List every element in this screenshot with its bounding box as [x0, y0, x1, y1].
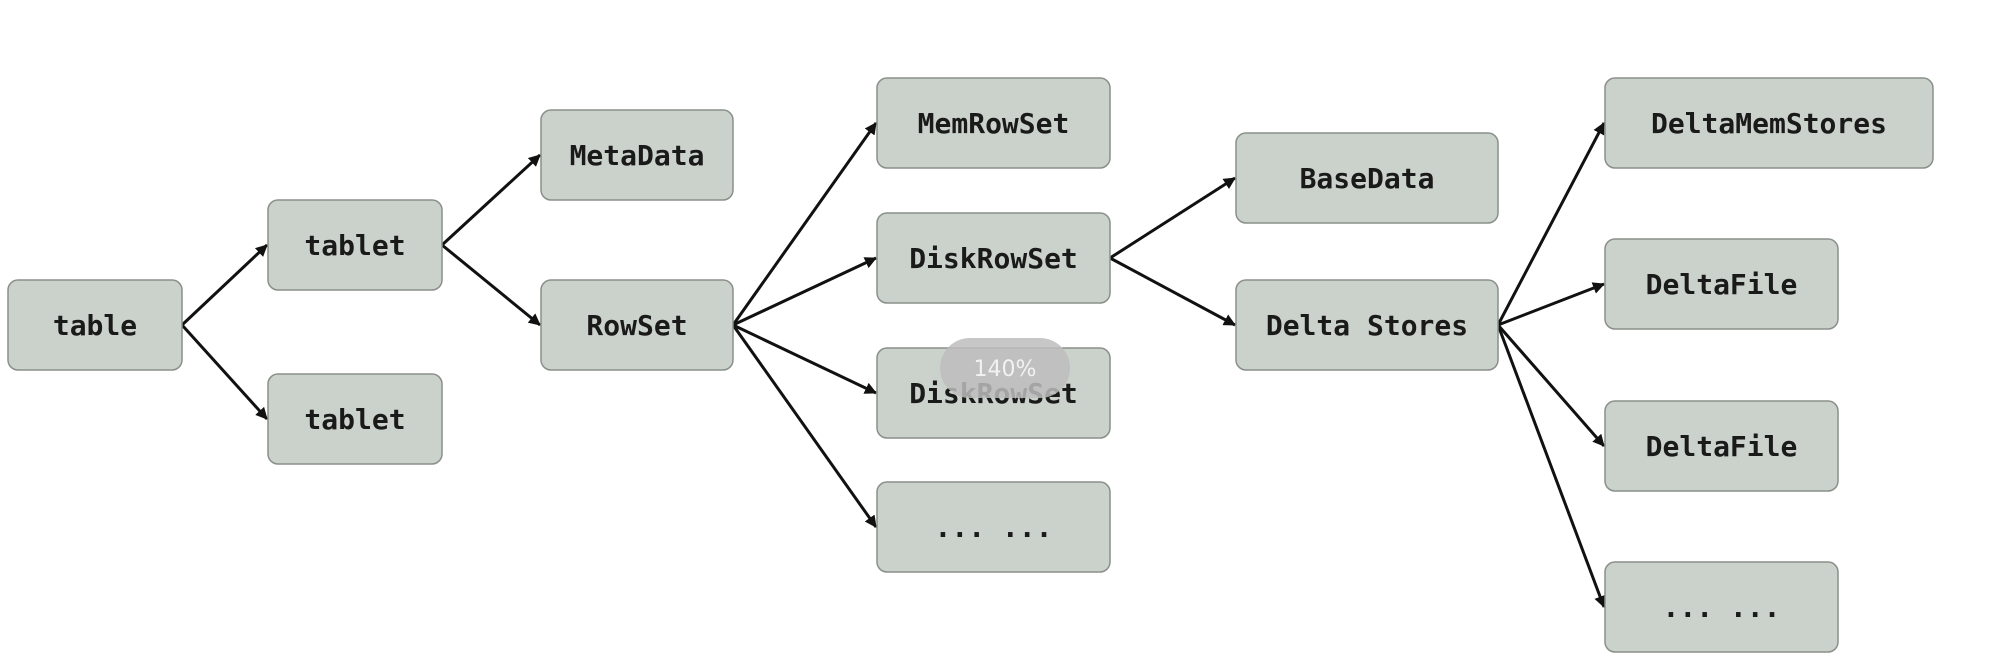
edge-rowset-to-diskrowset-1 — [732, 256, 877, 327]
node-box-memrowset — [876, 77, 1111, 169]
arrow-table-to-tablet-1 — [180, 243, 269, 327]
edge-tablet-1-to-rowset — [441, 243, 541, 327]
node-label-deltafile-1: DeltaFile — [1646, 268, 1798, 301]
node-memrowset: MemRowSet — [876, 77, 1111, 169]
node-label-rowset-more: ... ... — [934, 511, 1052, 544]
node-box-diskrowset-1 — [876, 212, 1111, 304]
node-diskrowset-1: DiskRowSet — [876, 212, 1111, 304]
node-box-delta-more — [1604, 561, 1839, 653]
arrow-delta-stores-to-deltafile-2 — [1496, 324, 1606, 447]
edges-layer — [180, 122, 1606, 608]
node-tablet-2: tablet — [267, 373, 443, 465]
edge-tablet-1-to-metadata — [440, 153, 542, 247]
node-table: table — [7, 279, 183, 371]
node-deltafile-2: DeltaFile — [1604, 400, 1839, 492]
node-label-table: table — [53, 309, 137, 342]
node-box-deltafile-2 — [1604, 400, 1839, 492]
edge-delta-stores-to-delta-more — [1496, 324, 1606, 608]
arrow-diskrowset-1-to-delta-stores — [1109, 256, 1236, 327]
node-box-delta-stores — [1235, 279, 1499, 371]
node-delta-stores: Delta Stores — [1235, 279, 1499, 371]
node-rowset: RowSet — [540, 279, 734, 371]
node-box-deltamemstores — [1604, 77, 1934, 169]
arrow-delta-stores-to-delta-more — [1496, 324, 1606, 608]
zoom-level-text: 140% — [974, 357, 1037, 382]
arrow-rowset-to-diskrowset-1 — [732, 256, 877, 327]
node-label-rowset: RowSet — [586, 309, 687, 342]
arrow-diskrowset-1-to-basedata — [1109, 176, 1236, 260]
node-deltafile-1: DeltaFile — [1604, 238, 1839, 330]
node-box-metadata — [540, 109, 734, 201]
node-metadata: MetaData — [540, 109, 734, 201]
node-deltamemstores: DeltaMemStores — [1604, 77, 1934, 169]
node-label-memrowset: MemRowSet — [918, 107, 1070, 140]
node-label-tablet-1: tablet — [304, 229, 405, 262]
arrow-table-to-tablet-2 — [180, 323, 269, 421]
node-label-diskrowset-1: DiskRowSet — [909, 242, 1078, 275]
node-box-rowset-more — [876, 481, 1111, 573]
edge-rowset-to-diskrowset-2 — [732, 323, 877, 395]
edge-delta-stores-to-deltafile-2 — [1496, 324, 1606, 447]
node-label-basedata: BaseData — [1300, 162, 1435, 195]
node-box-tablet-1 — [267, 199, 443, 291]
arrow-rowset-to-diskrowset-2 — [732, 323, 877, 395]
edge-diskrowset-1-to-delta-stores — [1109, 256, 1236, 327]
node-box-rowset — [540, 279, 734, 371]
node-basedata: BaseData — [1235, 132, 1499, 224]
node-delta-more: ... ... — [1604, 561, 1839, 653]
edge-delta-stores-to-deltafile-1 — [1497, 282, 1605, 327]
arrow-rowset-to-rowset-more — [731, 324, 878, 528]
arrow-rowset-to-memrowset — [731, 122, 878, 326]
arrow-tablet-1-to-metadata — [440, 153, 542, 247]
edge-rowset-to-rowset-more — [731, 324, 878, 528]
node-box-tablet-2 — [267, 373, 443, 465]
node-box-table — [7, 279, 183, 371]
arrow-tablet-1-to-rowset — [441, 243, 541, 327]
zoom-level-badge: 140% — [940, 338, 1070, 398]
node-rowset-more: ... ... — [876, 481, 1111, 573]
edge-table-to-tablet-2 — [180, 323, 269, 421]
arrow-delta-stores-to-deltafile-1 — [1497, 282, 1605, 327]
edge-table-to-tablet-1 — [180, 243, 269, 327]
node-box-deltafile-1 — [1604, 238, 1839, 330]
edge-delta-stores-to-deltamemstores — [1496, 122, 1606, 326]
node-label-deltamemstores: DeltaMemStores — [1651, 107, 1887, 140]
node-label-delta-more: ... ... — [1662, 591, 1780, 624]
node-label-delta-stores: Delta Stores — [1266, 309, 1468, 342]
edge-rowset-to-memrowset — [731, 122, 878, 326]
node-label-deltafile-2: DeltaFile — [1646, 430, 1798, 463]
node-box-basedata — [1235, 132, 1499, 224]
edge-diskrowset-1-to-basedata — [1109, 176, 1236, 260]
node-label-metadata: MetaData — [570, 139, 705, 172]
node-tablet-1: tablet — [267, 199, 443, 291]
arrow-delta-stores-to-deltamemstores — [1496, 122, 1606, 326]
node-label-tablet-2: tablet — [304, 403, 405, 436]
